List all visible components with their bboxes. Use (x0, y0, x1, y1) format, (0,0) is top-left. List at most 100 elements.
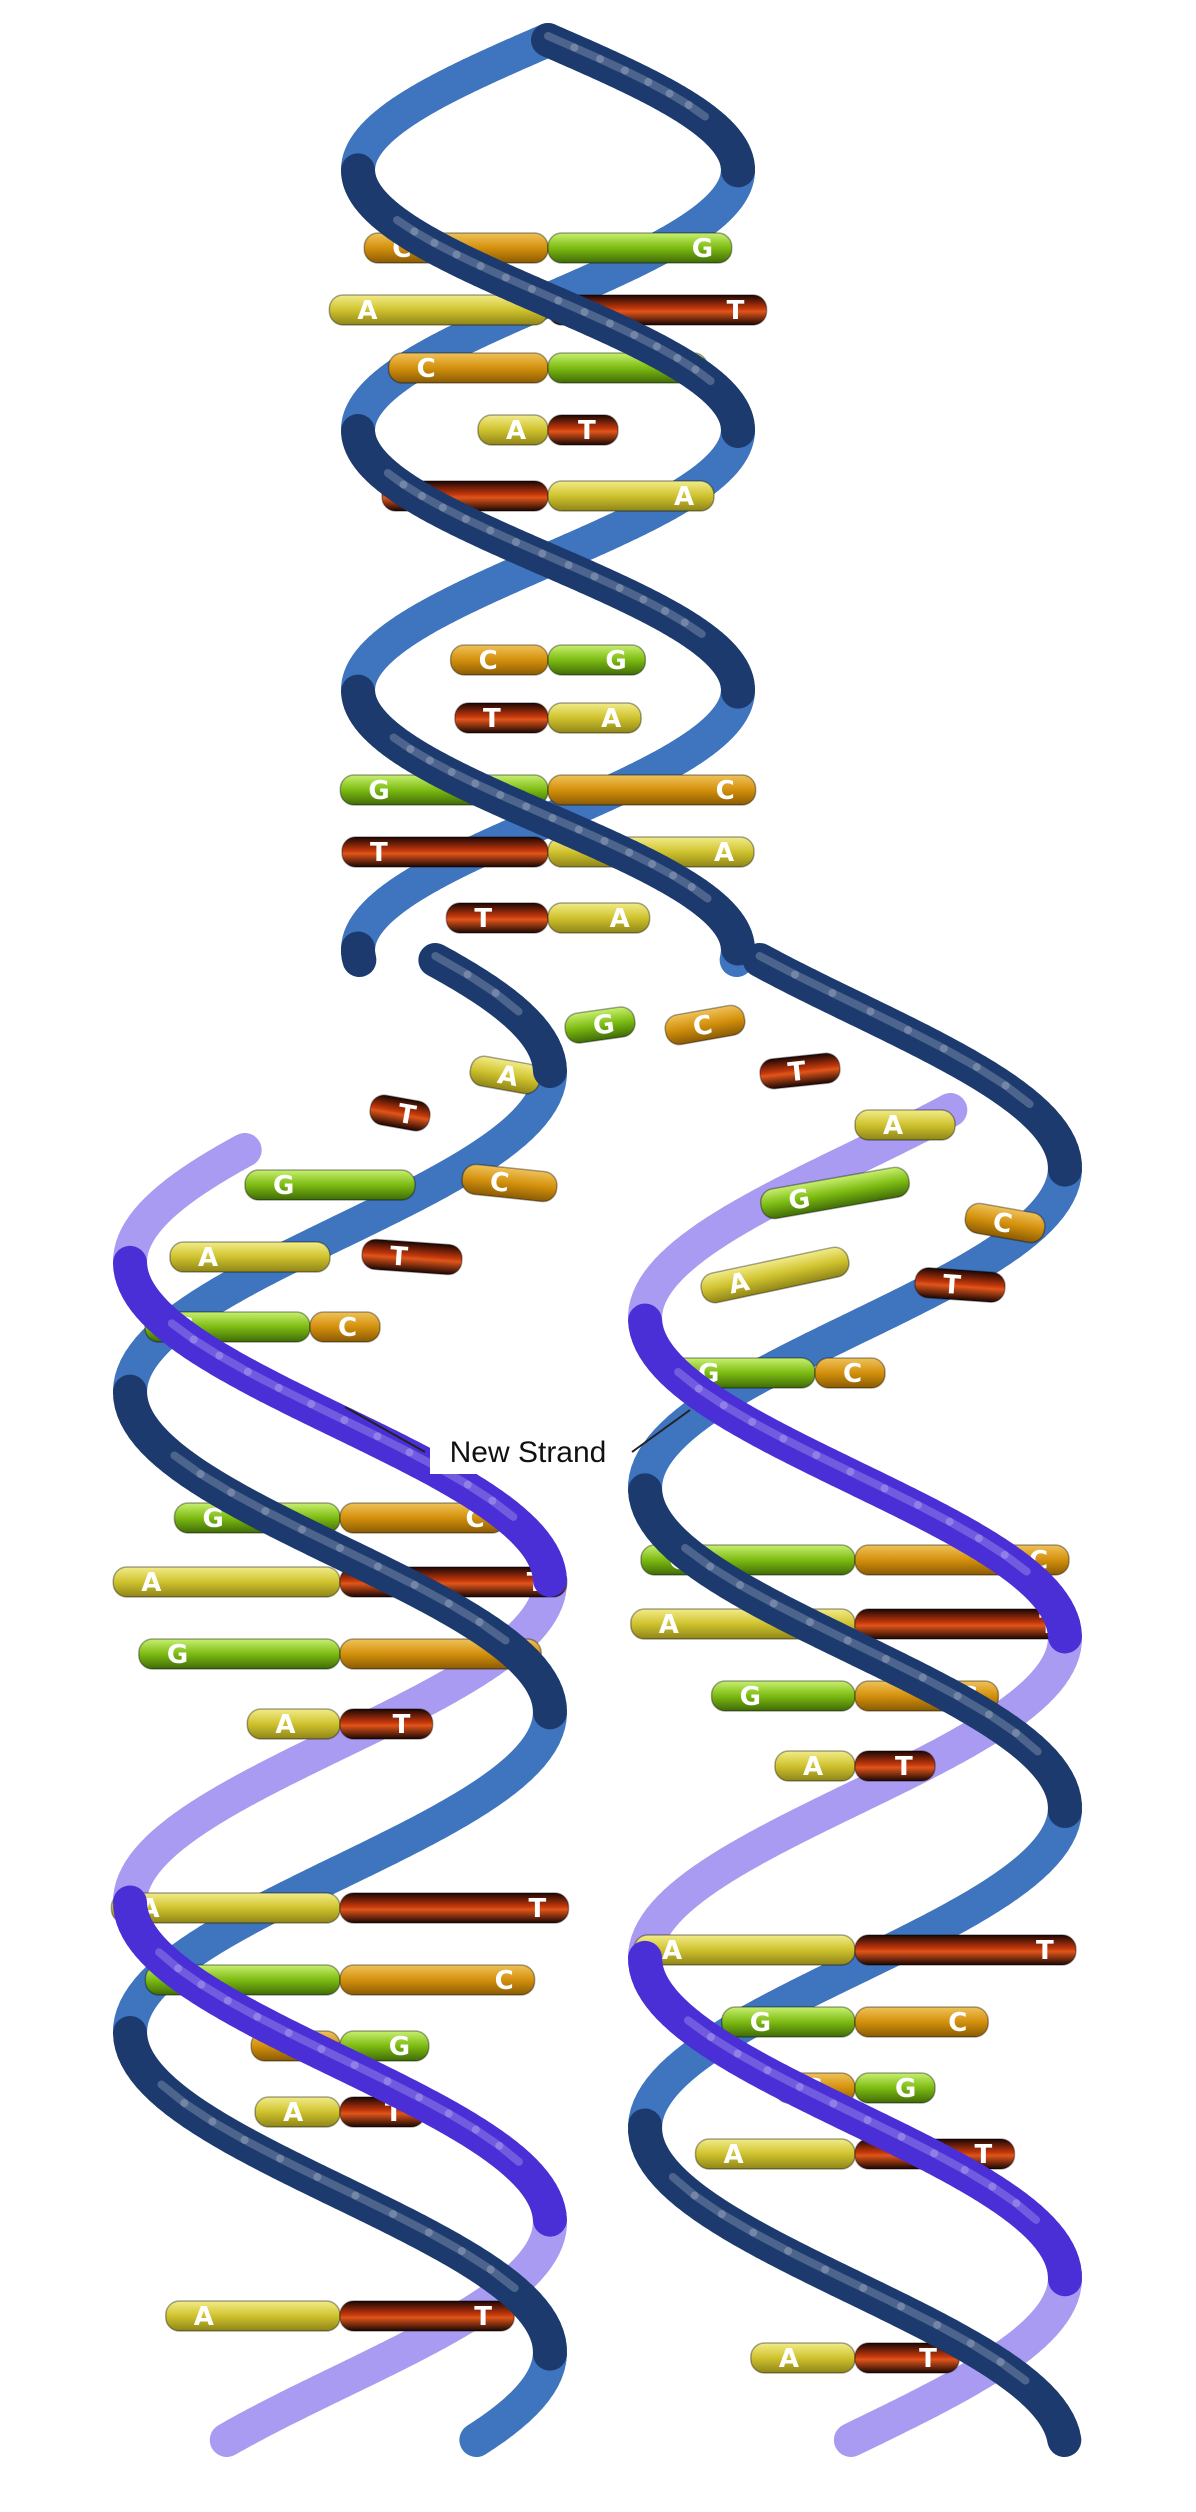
left-old-strand-shine (261, 1507, 307, 1534)
base-a: A (547, 702, 642, 734)
right-new-strand-shine (863, 2116, 906, 2141)
base-letter: T (393, 1710, 411, 1740)
parent-strand-a-shine (615, 584, 648, 604)
parent-strand-b-shine (447, 768, 480, 788)
right-new-strand-shine (684, 2016, 715, 2041)
callout-line-right (631, 1409, 691, 1453)
base-t: T (361, 1238, 463, 1276)
parent-strand-b-shine (501, 273, 536, 293)
left-old-strand-shine (424, 2228, 466, 2255)
base-bar (244, 1169, 416, 1201)
base-letter: C (417, 354, 436, 384)
base-letter: G (895, 2074, 916, 2104)
base-letter: G (750, 2008, 771, 2038)
left-new-strand-shine (243, 1367, 283, 1392)
base-letter: C (716, 776, 735, 806)
base-pairs: CGATCGATTACGTAGCTATAGCATGCATATGCCGATATGC… (110, 232, 1080, 2374)
right-old-strand-shine (866, 1007, 913, 1034)
left-new-strand-shine (340, 1416, 382, 1441)
right-old-strand-shine (933, 2321, 975, 2348)
left-old-strand-shine (276, 2154, 322, 2181)
base-letter: A (357, 296, 377, 326)
parent-strand-a-shine (544, 32, 579, 52)
base-c: C (309, 1311, 381, 1343)
parent-strand-a-shine (639, 595, 670, 615)
right-new-strand-shine (733, 2049, 772, 2075)
base-bar (547, 702, 642, 734)
left-old-strand-shine (157, 2080, 189, 2107)
base-a: A (633, 1934, 856, 1966)
base-c: C (387, 352, 549, 384)
base-bar (169, 1241, 331, 1273)
base-letter: T (942, 1270, 962, 1301)
right-old-strand-shine (966, 2339, 1005, 2366)
parent-strand-b-shine (652, 342, 682, 362)
base-letter: A (674, 482, 694, 512)
base-letter: C (948, 2008, 967, 2038)
right-old-strand-shine (668, 2173, 699, 2200)
right-old-strand-shine (784, 2247, 830, 2274)
parent-strand-b-shine (687, 883, 712, 903)
base-letter: C (843, 1359, 862, 1389)
left-new-strand-shine (463, 1480, 497, 1505)
parent-strand-b-shine (554, 296, 589, 316)
right-new-strand-shine (988, 2182, 1021, 2208)
base-c: C (664, 1004, 746, 1046)
base-g: G (244, 1169, 416, 1201)
base-bar (547, 232, 733, 264)
base-a: A (246, 1708, 341, 1740)
right-new-strand-shine (779, 1434, 821, 1460)
right-new-strand-shine (812, 1451, 855, 1476)
right-new-strand-shine (897, 2132, 939, 2158)
base-g: G (564, 1006, 636, 1044)
parent-strand-b-shine (430, 239, 461, 259)
left-new-strand-shine (174, 1964, 206, 1989)
base-letter: T (1036, 1936, 1054, 1966)
parent-strand-b-shine (406, 745, 434, 765)
base-t: T (854, 1934, 1077, 1966)
base-letter: A (601, 704, 621, 734)
right-old-strand-shine (690, 2191, 726, 2218)
base-letter: G (786, 1184, 812, 1217)
base-c: C (814, 1357, 886, 1389)
right-new-strand-shine (719, 1401, 757, 1426)
left-old-strand-shine (444, 1599, 484, 1626)
left-old-strand-shine (463, 970, 500, 997)
left-new-strand-shine (471, 2125, 504, 2150)
right-old-strand-shine (791, 970, 837, 997)
parent-strand-a-shine (564, 561, 599, 581)
base-g: G (547, 232, 733, 264)
left-new-strand-shine (383, 2077, 424, 2102)
base-letter: C (495, 1966, 514, 1996)
base-letter: T (389, 1241, 409, 1272)
right-new-strand-shine (846, 1467, 889, 1493)
left-new-strand-shine (415, 2093, 453, 2118)
parent-strand-a-segment (341, 939, 377, 977)
base-bar (547, 902, 651, 934)
base-letter: C (338, 1313, 357, 1343)
right-new-strand-shine (960, 2166, 997, 2191)
parent-strand-a-shine (665, 89, 693, 109)
base-letter: T (474, 904, 492, 934)
base-bar (309, 1311, 381, 1343)
base-letter: T (727, 296, 745, 326)
base-bar (445, 902, 549, 934)
left-old-strand-shine (389, 2210, 433, 2237)
base-bar (564, 1006, 636, 1044)
base-letter: A (659, 1610, 679, 1640)
right-old-strand-shine (755, 952, 800, 979)
right-old-strand-shine (939, 1044, 981, 1071)
right-old-strand-shine (717, 2210, 758, 2237)
left-new-strand-shine (215, 1351, 252, 1376)
parent-strand-b-shine (389, 733, 415, 753)
parent-strand-b-shine (476, 262, 510, 282)
base-letter: A (803, 1752, 823, 1782)
base-t: T (339, 1892, 570, 1924)
parent-strand-b-shine (452, 250, 485, 270)
base-t: T (759, 1052, 841, 1090)
right-old-strand-shine (904, 1026, 948, 1053)
base-t: T (454, 702, 549, 734)
parent-strand-a-shine (684, 101, 710, 121)
left-new-strand-shine (284, 2028, 326, 2053)
left-old-strand-segment (459, 2416, 503, 2457)
